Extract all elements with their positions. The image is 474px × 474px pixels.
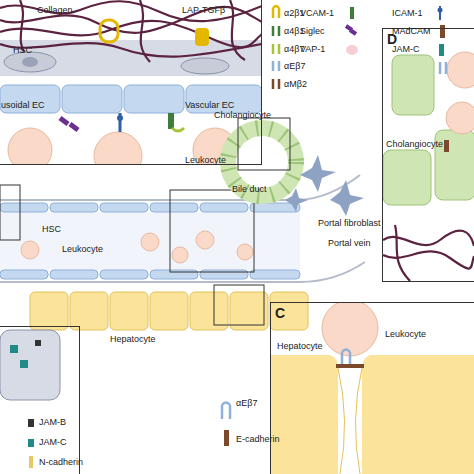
legend-text: VCAM-1 [300, 8, 334, 19]
structure-label: E-cadherin [236, 434, 280, 445]
legend-text: αEβ7 [284, 61, 305, 72]
panel-b-art [0, 330, 60, 468]
structure-label: Cholangiocyte [214, 110, 271, 121]
legend-text: αMβ2 [284, 79, 307, 90]
cell-label: JAM-C [39, 437, 67, 448]
structure-label: Portal fibroblast [318, 218, 381, 229]
zoom-panel: DCholangiocyte [382, 28, 474, 282]
legend-text: ICAM-1 [392, 8, 423, 19]
zoom-panel: Collagen LAP-TGFβHSC usoidal EC Vascular EC… [0, 0, 262, 165]
legend-text: VAP-1 [300, 44, 325, 55]
panel-c-art [271, 303, 474, 474]
cell-label: HSC [13, 45, 32, 56]
cell-label: Leukocyte [185, 155, 226, 166]
cell-label: Cholangiocyte [386, 139, 443, 150]
zoom-panel: C Hepatocyte Leukocyte [270, 302, 474, 474]
cell-label: Collagen [37, 5, 73, 16]
panel-a-art [0, 0, 261, 164]
structure-label: Portal vein [328, 238, 371, 249]
legend-text: Siglec [300, 26, 325, 37]
panel-d-art [383, 52, 474, 281]
cell-label: usoidal EC [1, 100, 45, 111]
cell-label: N-cadherin [39, 457, 83, 468]
structure-label: αEβ7 [236, 398, 257, 409]
zoom-panel: JAM-B JAM-C N-cadherin [0, 326, 80, 474]
structure-label: HSC [42, 224, 61, 235]
structure-label: Leukocyte [62, 244, 103, 255]
cell-label: Leukocyte [385, 329, 426, 340]
cell-label: Hepatocyte [277, 341, 323, 352]
structure-label: Hepatocyte [110, 334, 156, 345]
cell-label: LAP-TGFβ [182, 5, 225, 16]
legend-text: MAdCAM [392, 26, 431, 37]
panel-letter: C [275, 305, 285, 321]
cell-label: JAM-B [39, 417, 66, 428]
structure-label: Bile duct [232, 184, 267, 195]
cell-label: Vascular EC [185, 100, 234, 111]
legend-text: JAM-C [392, 44, 420, 55]
